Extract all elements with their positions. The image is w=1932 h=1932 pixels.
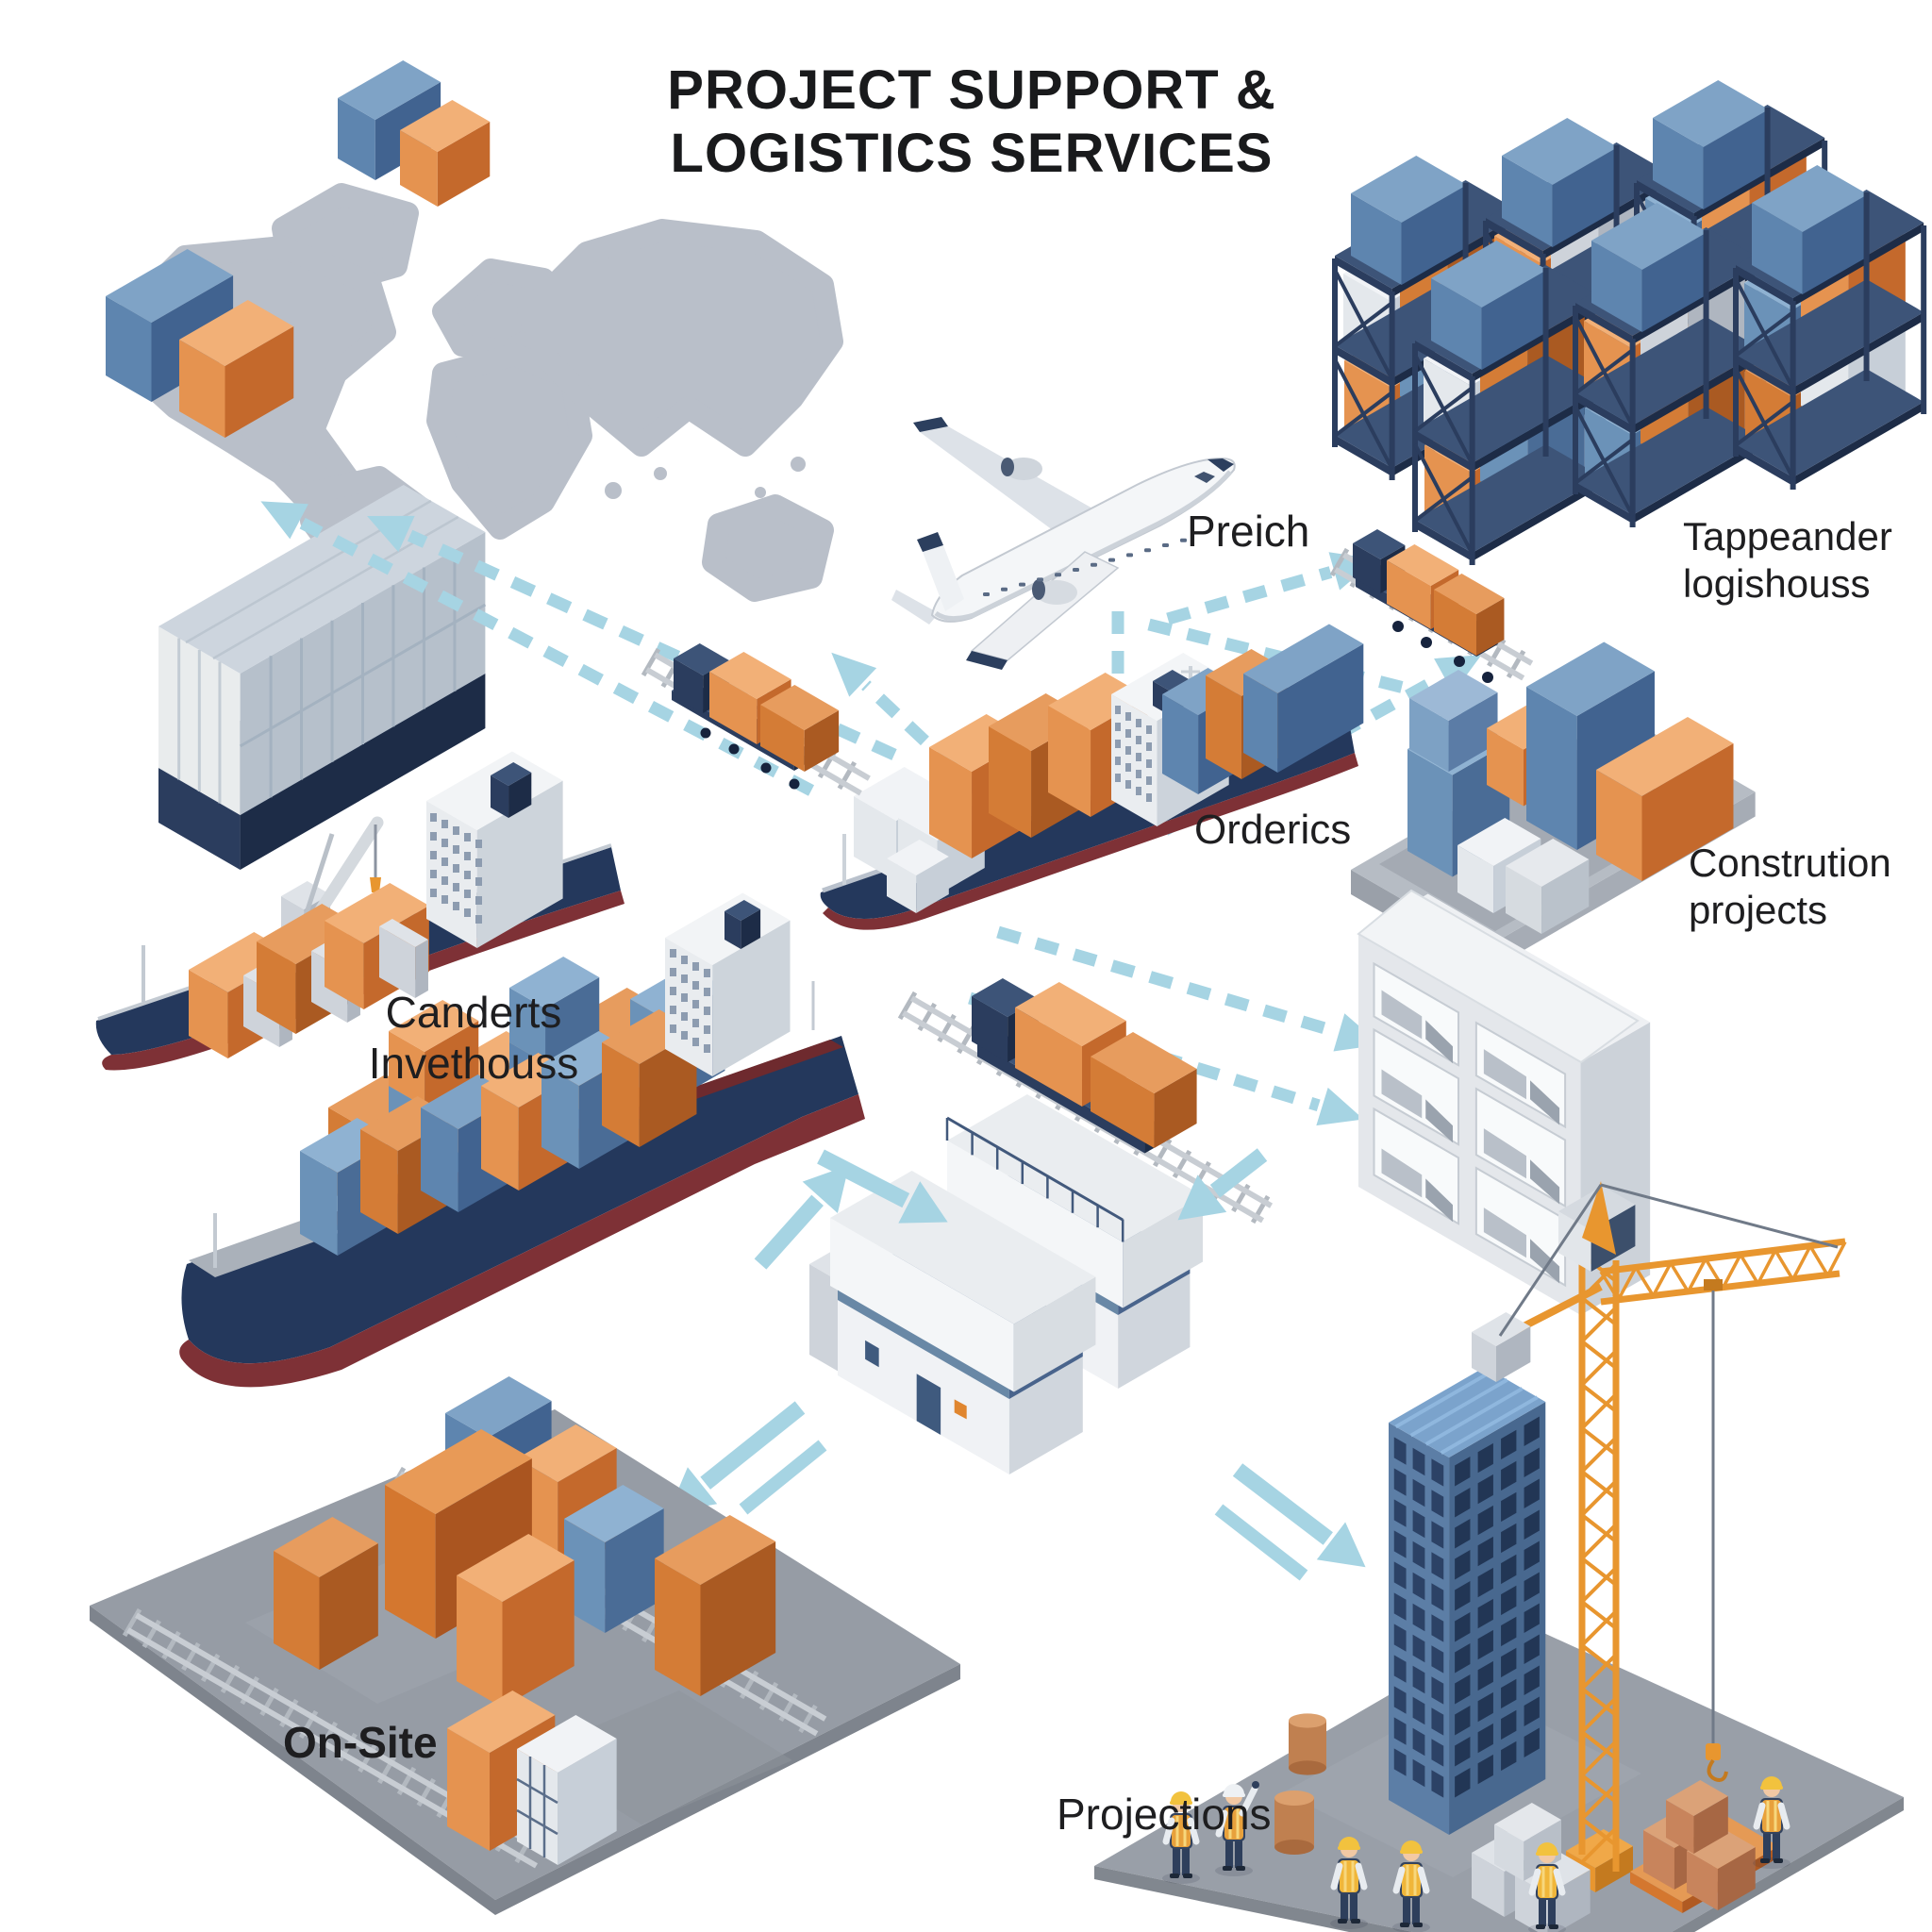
orders-container-platform-icon [1351, 641, 1756, 973]
title-line1: PROJECT SUPPORT & [667, 59, 1276, 121]
construction-worker-icon [1330, 1837, 1368, 1929]
label-construction-projects: Constrution projects [1689, 840, 1891, 933]
construction-worker-icon [1528, 1842, 1566, 1932]
solid-flow-arrow-icon [754, 1165, 850, 1270]
construction-tower-icon [1389, 1367, 1546, 1835]
label-orders: Orderics [1194, 807, 1352, 853]
solid-flow-arrow-icon [1232, 1463, 1366, 1568]
dashed-route-arrow-icon [260, 501, 815, 796]
cargo-ship-with-crane-icon [95, 751, 625, 1071]
tower-crane-icon [1472, 1181, 1847, 1892]
label-warehouse: Tappeander logishouss [1683, 513, 1892, 607]
title-line2: LOGISTICS SERVICES [670, 123, 1274, 185]
label-warehouse-line1: Tappeander [1683, 514, 1892, 558]
container-ship-center-icon [820, 624, 1364, 930]
label-inventory-line1: Canderts [385, 988, 562, 1037]
dashed-route-arrow-icon [1166, 552, 1376, 625]
solid-flow-arrow-icon [817, 1149, 948, 1224]
label-projections: Projections [1057, 1790, 1272, 1839]
label-on-site: On-Site [283, 1718, 438, 1767]
construction-worker-icon [1215, 1781, 1259, 1876]
solid-flow-arrows [668, 1148, 1366, 1581]
solid-flow-arrow-icon [1177, 1148, 1268, 1221]
cargo-airplane-icon [891, 417, 1236, 670]
page-title: PROJECT SUPPORT & LOGISTICS SERVICES [604, 58, 1340, 186]
warehouse-racks-icon [1332, 80, 1927, 565]
onsite-container-yard-icon [90, 1376, 960, 1915]
construction-worker-icon [1392, 1840, 1430, 1932]
container-pair-icon [106, 249, 294, 438]
construction-worker-icon [1162, 1791, 1200, 1884]
construction-worker-icon [1753, 1776, 1790, 1869]
container-ship-large-icon [179, 892, 865, 1388]
construction-site-icon [1094, 1181, 1904, 1932]
label-air-freight: Preich [1187, 507, 1310, 556]
container-pair-icon [338, 60, 491, 207]
label-inventory: Canderts Invethouss [332, 987, 615, 1090]
label-construction-line2: projects [1689, 887, 1828, 932]
warehouse-rack-unit-icon [1412, 241, 1607, 565]
freight-train-icon [641, 643, 871, 796]
label-warehouse-line2: logishouss [1683, 560, 1871, 606]
freight-train-icon [1329, 529, 1534, 683]
factory-units-icon [809, 1094, 1204, 1474]
warehouse-rack-unit-icon [1573, 203, 1767, 527]
label-inventory-line2: Invethouss [368, 1039, 579, 1089]
warehouse-rack-unit-icon [1733, 165, 1927, 490]
label-construction-line1: Constrution [1689, 841, 1891, 885]
